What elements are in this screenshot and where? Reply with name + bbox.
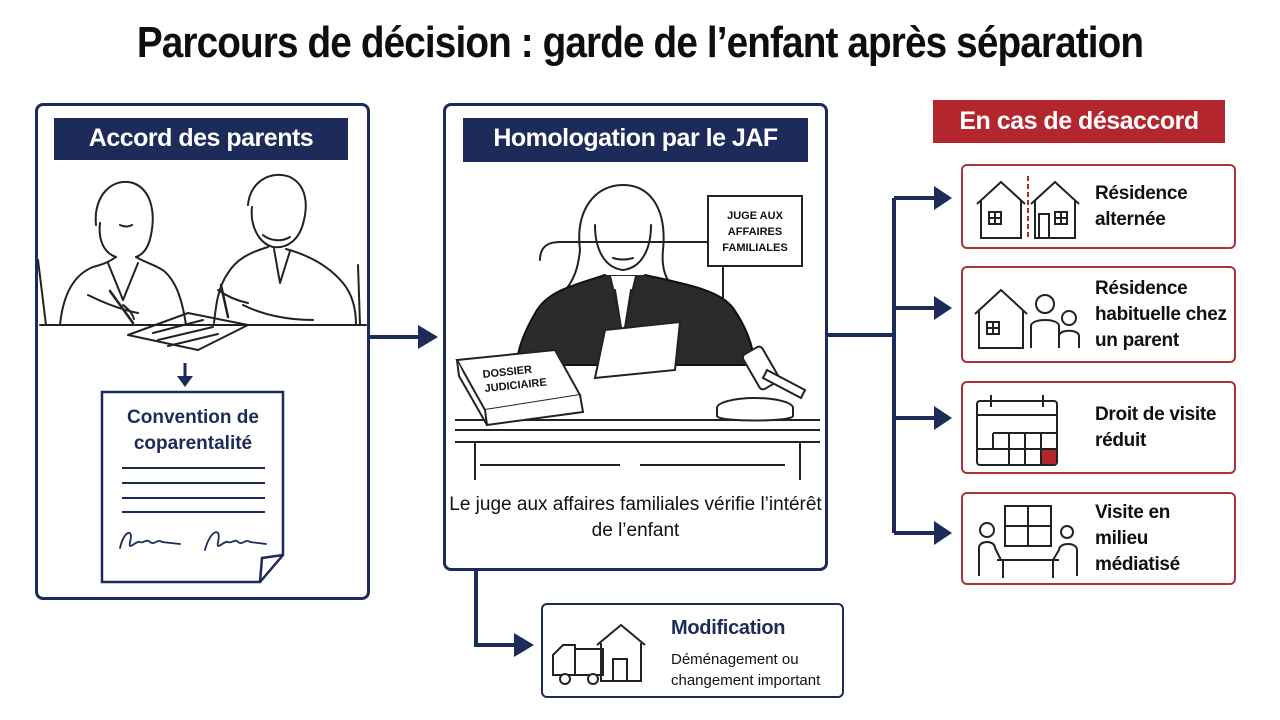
flow-arrows-jaf-to-options <box>828 186 952 545</box>
option-label: Résidence habituelle chez un parent <box>1095 277 1227 351</box>
desaccord-banner: En cas de désaccord <box>933 100 1225 143</box>
juge-caption: Le juge aux affaires familiales vérifie … <box>449 494 822 541</box>
convention-document <box>100 390 285 584</box>
sign-line-1: JUGE AUX <box>727 210 783 222</box>
sign-line-2: AFFAIRES <box>728 226 782 238</box>
modification-description: Déménagement ou changement important <box>671 651 821 689</box>
flow-arrow-accord-to-jaf <box>370 325 438 349</box>
modification-title: Modification <box>671 617 786 639</box>
accord-banner: Accord des parents <box>54 118 348 160</box>
parents-signing-icon <box>37 173 367 351</box>
judge-sign: JUGE AUX AFFAIRES FAMILIALES <box>707 195 803 267</box>
down-arrow-icon <box>177 363 193 387</box>
modification-box: Modification Déménagement ou changement … <box>541 603 844 698</box>
option-visite-mediatisee: Visite en milieu médiatisé <box>961 492 1236 585</box>
flow-arrow-jaf-to-modification <box>474 571 534 657</box>
two-houses-icon <box>976 176 1080 240</box>
homologation-banner: Homologation par le JAF <box>463 118 808 162</box>
convention-title: Convention de coparentalité <box>127 407 259 454</box>
page-title: Parcours de décision : garde de l’enfant… <box>136 18 1144 67</box>
dossier-label-1: DOSSIER <box>482 364 533 381</box>
judge-scene-icon: DOSSIER JUDICIAIRE <box>455 184 820 480</box>
option-label: Droit de visite réduit <box>1095 403 1217 451</box>
option-droit-visite: Droit de visite réduit <box>961 381 1236 474</box>
option-label: Visite en milieu médiatisé <box>1095 501 1180 575</box>
calendar-icon <box>976 395 1058 466</box>
sign-line-3: FAMILIALES <box>722 242 787 254</box>
mediated-visit-icon <box>978 505 1078 578</box>
truck-house-icon <box>552 623 646 685</box>
house-family-icon <box>974 288 1080 349</box>
option-residence-habituelle: Résidence habituelle chez un parent <box>961 266 1236 363</box>
option-residence-alternee: Résidence alternée <box>961 164 1236 249</box>
option-label: Résidence alternée <box>1095 182 1188 230</box>
